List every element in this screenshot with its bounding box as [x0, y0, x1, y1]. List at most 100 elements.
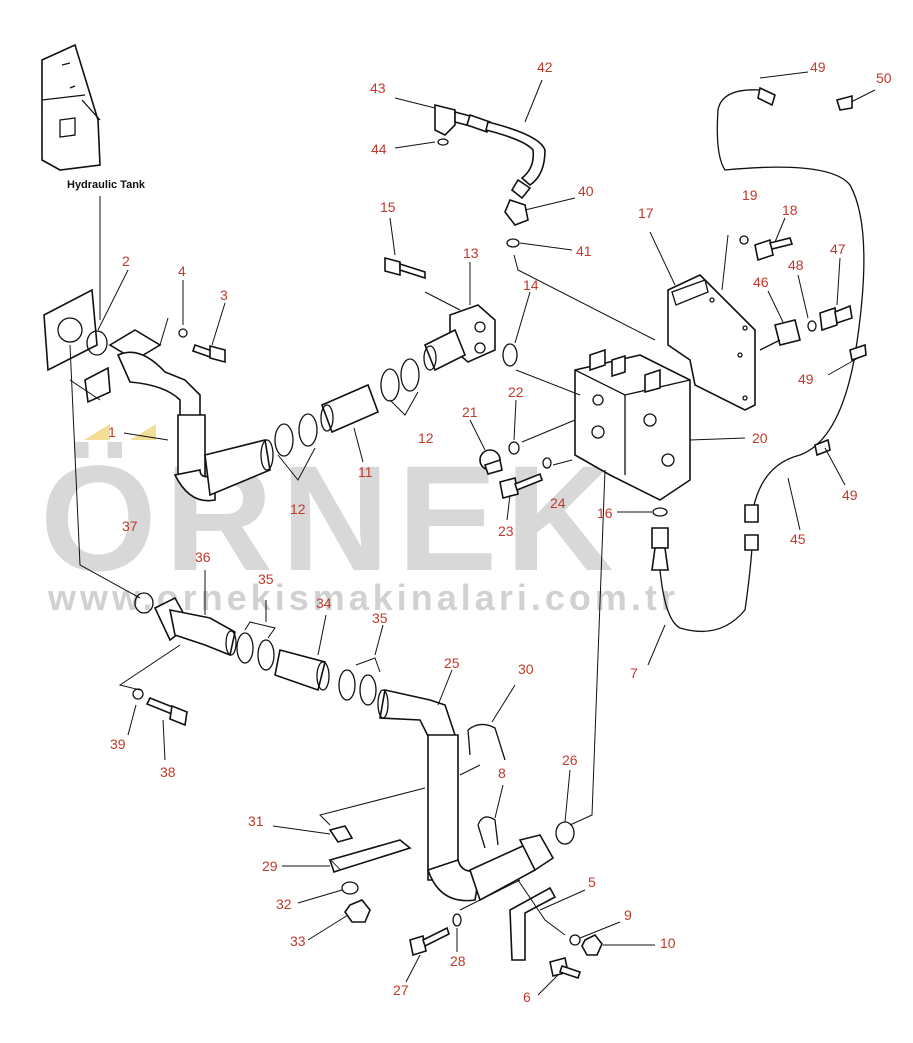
washer-48 — [807, 320, 817, 332]
callout-24: 24 — [550, 495, 566, 511]
hydraulic-tank — [41, 43, 101, 171]
washer-24 — [542, 457, 552, 469]
o-ring-16 — [652, 507, 668, 517]
callout-28: 28 — [450, 953, 466, 969]
callout-34: 34 — [316, 595, 332, 611]
callout-43: 43 — [370, 80, 386, 96]
callout-42: 42 — [537, 59, 553, 75]
o-ring-44 — [437, 138, 449, 146]
hose-clamp-35d — [359, 674, 377, 706]
callout-4: 4 — [178, 263, 186, 279]
callout-48: 48 — [788, 257, 804, 273]
o-ring-22 — [508, 441, 520, 455]
hose-clamp-35a — [236, 632, 254, 664]
bolt-23 — [499, 472, 543, 499]
clip-50 — [835, 94, 853, 111]
watermark-brand: ÖRNEK — [40, 434, 622, 602]
hose-clamp-12a — [274, 423, 294, 457]
plug-21 — [479, 449, 503, 475]
callout-18: 18 — [782, 202, 798, 218]
callout-35a: 35 — [258, 571, 274, 587]
tank-flange — [43, 288, 111, 404]
bolt-6 — [549, 957, 582, 980]
callout-49c: 49 — [842, 487, 858, 503]
callout-17: 17 — [638, 205, 654, 221]
hydraulic-tank-caption: Hydraulic Tank — [67, 179, 146, 191]
callout-12b: 12 — [418, 430, 434, 446]
hose-clamp-12c — [380, 368, 400, 402]
return-pipe-25 — [377, 689, 555, 902]
callout-32: 32 — [276, 896, 292, 912]
bolt-15 — [384, 256, 426, 280]
u-bolt-8 — [477, 816, 499, 849]
callout-23: 23 — [498, 523, 514, 539]
bolt-38 — [145, 696, 188, 727]
callout-12a: 12 — [290, 501, 306, 517]
hose-clamp-12d — [400, 358, 420, 392]
callout-35b: 35 — [372, 610, 388, 626]
callout-numbers: 1 2 3 4 5 6 7 8 9 10 11 12 12 13 14 15 1… — [108, 59, 892, 1005]
callout-31: 31 — [248, 813, 264, 829]
callout-30: 30 — [518, 661, 534, 677]
callout-47: 47 — [830, 241, 846, 257]
control-valve-20 — [574, 348, 691, 501]
nut-10 — [581, 933, 603, 956]
hose-clamp-35b — [257, 639, 275, 671]
callout-49a: 49 — [810, 59, 826, 75]
callout-11: 11 — [358, 464, 373, 480]
callout-46: 46 — [753, 274, 769, 290]
bracket-5 — [509, 886, 557, 961]
watermark-url: www.ornekismakinalari.com.tr — [47, 577, 679, 618]
pressure-sensor-7 — [651, 527, 759, 632]
callout-37: 37 — [122, 518, 138, 534]
washer-4 — [178, 328, 188, 338]
wire-harness-45 — [716, 86, 867, 523]
hose-11 — [320, 383, 380, 434]
callout-5: 5 — [588, 874, 596, 890]
callout-10: 10 — [660, 935, 676, 951]
o-ring-37 — [134, 592, 154, 614]
hose-clamp-12b — [298, 413, 318, 447]
hose-34 — [274, 649, 330, 692]
bolt-18 — [754, 237, 794, 262]
callout-41: 41 — [576, 243, 592, 259]
washer-19 — [739, 235, 749, 245]
u-bolt-30 — [467, 723, 506, 761]
o-ring-14 — [502, 343, 518, 367]
callout-21: 21 — [462, 404, 478, 420]
bolt-47 — [819, 304, 853, 332]
washer-32 — [341, 881, 359, 895]
callout-9: 9 — [624, 907, 632, 923]
block-fitting-13 — [423, 304, 496, 372]
callout-36: 36 — [195, 549, 211, 565]
callout-45: 45 — [790, 531, 806, 547]
callout-1: 1 — [108, 424, 116, 440]
callout-29: 29 — [262, 858, 278, 874]
o-ring-2 — [86, 330, 108, 356]
callout-14: 14 — [523, 277, 539, 293]
callout-50: 50 — [876, 70, 892, 86]
callout-13: 13 — [463, 245, 479, 261]
callout-3: 3 — [220, 287, 228, 303]
bracket-plate-17 — [667, 274, 756, 411]
hose-42 — [466, 113, 546, 200]
callout-16: 16 — [597, 505, 613, 521]
hose-clamp-35c — [338, 669, 356, 701]
bolt-3 — [191, 343, 226, 364]
elbow-fitting-43 — [434, 103, 471, 136]
callout-8: 8 — [498, 765, 506, 781]
bolt-27 — [409, 926, 450, 957]
callout-19: 19 — [742, 187, 758, 203]
elbow-fitting-40 — [504, 199, 529, 226]
callout-39: 39 — [110, 736, 126, 752]
washer-28 — [452, 913, 462, 927]
bracket-29 — [328, 839, 412, 874]
callout-26: 26 — [562, 752, 578, 768]
callout-7: 7 — [630, 665, 638, 681]
nut-33 — [344, 899, 371, 923]
elbow-pipe-36 — [153, 596, 237, 657]
callout-33: 33 — [290, 933, 306, 949]
callout-44: 44 — [371, 141, 387, 157]
callout-6: 6 — [523, 989, 531, 1005]
